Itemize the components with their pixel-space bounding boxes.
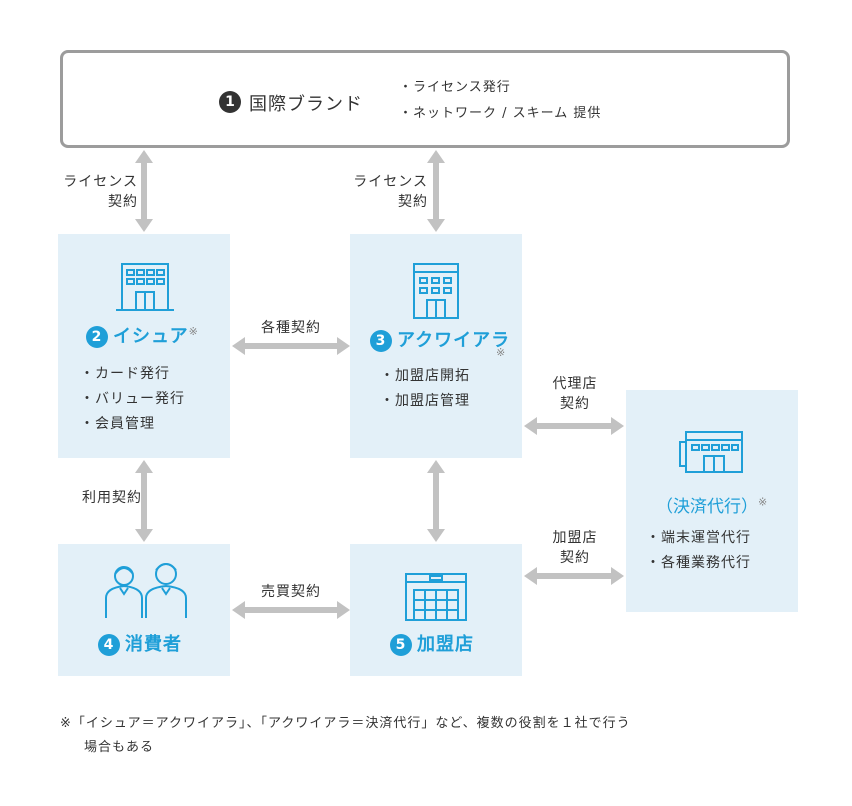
shop-icon (679, 431, 743, 473)
sales-contract-label: 売買契約 (261, 584, 321, 600)
issuer-bullets: カード発行 バリュー発行 会員管理 (80, 362, 185, 437)
brand-number-badge: 1 (219, 91, 241, 113)
issuer-bullet: バリュー発行 (80, 387, 185, 412)
usage-contract-arrow (135, 460, 153, 542)
various-contract-arrow (232, 337, 350, 355)
consumer-number-badge: 4 (98, 634, 120, 656)
issuer-bullet: 会員管理 (80, 412, 185, 437)
store-icon (405, 573, 467, 621)
acquirer-number-badge: 3 (370, 330, 392, 352)
issuer-number-badge: 2 (86, 326, 108, 348)
brand-bullet: ・ライセンス発行 (399, 80, 511, 95)
merchant-contract-label: 加盟店契約 (552, 530, 598, 566)
usage-contract-label: 利用契約 (82, 490, 142, 506)
acquirer-bullet: 加盟店開拓 (380, 364, 470, 389)
footnote: ※「イシュア＝アクワイアラ」、「アクワイアラ＝決済代行」など、複数の役割を１社で… (60, 716, 631, 755)
license-arrow-left (135, 150, 153, 232)
acquirer-merchant-arrow (427, 460, 445, 542)
merchant-contract-arrow (524, 567, 624, 585)
acquirer-note: ※ (496, 346, 506, 359)
acquirer-bullet: 加盟店管理 (380, 389, 470, 414)
brand-title: 国際ブランド (249, 94, 363, 115)
brand-bullet: ・ネットワーク / スキーム 提供 (399, 106, 602, 121)
payment-agent-panel: （決済代行）※ 端末運営代行 各種業務代行 (626, 390, 798, 612)
license-arrow-right (427, 150, 445, 232)
acquirer-bullets: 加盟店開拓 加盟店管理 (380, 364, 470, 414)
payment-agent-bullets: 端末運営代行 各種業務代行 (646, 526, 751, 576)
various-contract-label: 各種契約 (261, 320, 321, 336)
agency-contract-arrow (524, 417, 624, 435)
agent-bullet: 端末運営代行 (646, 526, 751, 551)
sales-contract-arrow (232, 601, 350, 619)
license-contract-label-left: ライセンス契約 (63, 174, 138, 210)
people-icon (105, 563, 187, 618)
building-icon (413, 263, 459, 319)
issuer-bullet: カード発行 (80, 362, 185, 387)
international-brand-box: 1 国際ブランド ・ライセンス発行 ・ネットワーク / スキーム 提供 (60, 50, 790, 148)
building-icon (116, 263, 174, 311)
agency-contract-label: 代理店契約 (552, 376, 598, 412)
merchant-number-badge: 5 (390, 634, 412, 656)
license-contract-label-right: ライセンス契約 (353, 174, 428, 210)
agent-bullet: 各種業務代行 (646, 551, 751, 576)
brand-bullets: ・ライセンス発行 ・ネットワーク / スキーム 提供 (399, 75, 601, 127)
payment-agent-title: （決済代行）※ (656, 495, 768, 517)
